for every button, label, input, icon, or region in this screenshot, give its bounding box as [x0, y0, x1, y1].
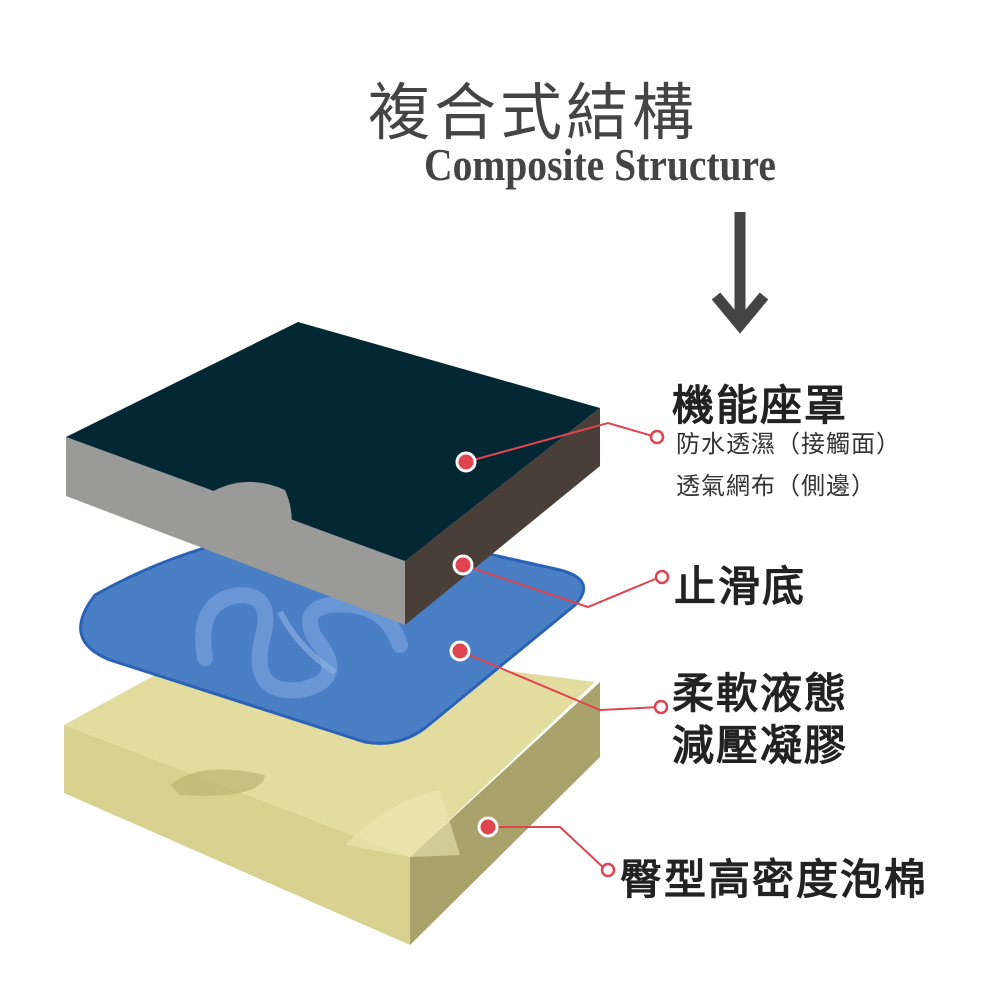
label-gel-line-2: 減壓凝膠	[672, 721, 849, 770]
leader-line-anti-slip	[462, 564, 661, 609]
label-foam: 臀型高密度泡棉	[620, 855, 929, 904]
label-cover-note-2: 透氣網布（側邊）	[676, 472, 876, 500]
marker-cover	[455, 451, 477, 473]
label-cover-note-1: 防水透濕（接觸面）	[676, 430, 901, 458]
marker-gel	[449, 640, 471, 662]
label-gel-line-1: 柔軟液態	[672, 669, 849, 718]
leader-line-foam	[488, 826, 607, 871]
marker-anti-slip	[452, 554, 474, 576]
ring-cover	[649, 429, 665, 445]
ring-foam	[600, 862, 616, 878]
ring-anti-slip	[654, 569, 670, 585]
ring-gel	[653, 699, 669, 715]
leader-line-cover	[465, 421, 657, 463]
title-chinese: 複合式結構	[368, 76, 699, 149]
cover-layer	[66, 322, 600, 625]
label-anti-slip: 止滑底	[674, 562, 807, 611]
title-english: Composite Structure	[424, 139, 776, 190]
down-arrow-icon	[711, 212, 769, 334]
label-cover: 機能座罩	[672, 381, 849, 430]
marker-foam	[477, 816, 499, 838]
leader-line-gel	[459, 650, 661, 712]
